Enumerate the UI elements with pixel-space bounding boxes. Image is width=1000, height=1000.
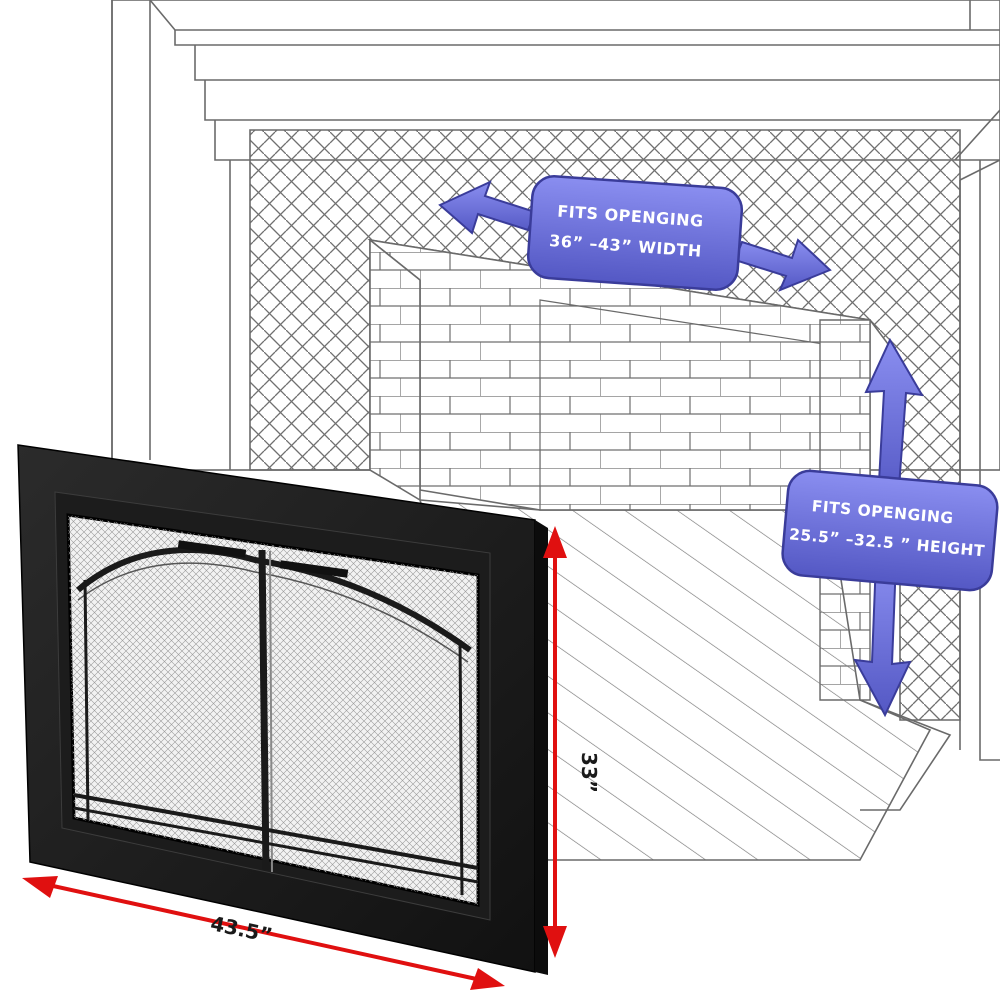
door-width-label: 43.5” xyxy=(208,911,274,947)
dimension-arrow-width xyxy=(22,876,505,990)
width-badge: FITS OPENGING 36” –43” WIDTH xyxy=(438,175,832,292)
door-handle-left xyxy=(177,540,247,558)
dimension-arrow-height xyxy=(543,526,567,958)
fireplace-glass-door xyxy=(17,444,548,975)
door-height-label: 33” xyxy=(577,752,601,793)
double-horizontal-arrow-icon xyxy=(438,180,832,292)
door-handle-right xyxy=(279,560,349,578)
herringbone-tile xyxy=(249,129,961,721)
height-badge: FITS OPENGING 25.5” –32.5 ” HEIGHT xyxy=(781,337,999,718)
